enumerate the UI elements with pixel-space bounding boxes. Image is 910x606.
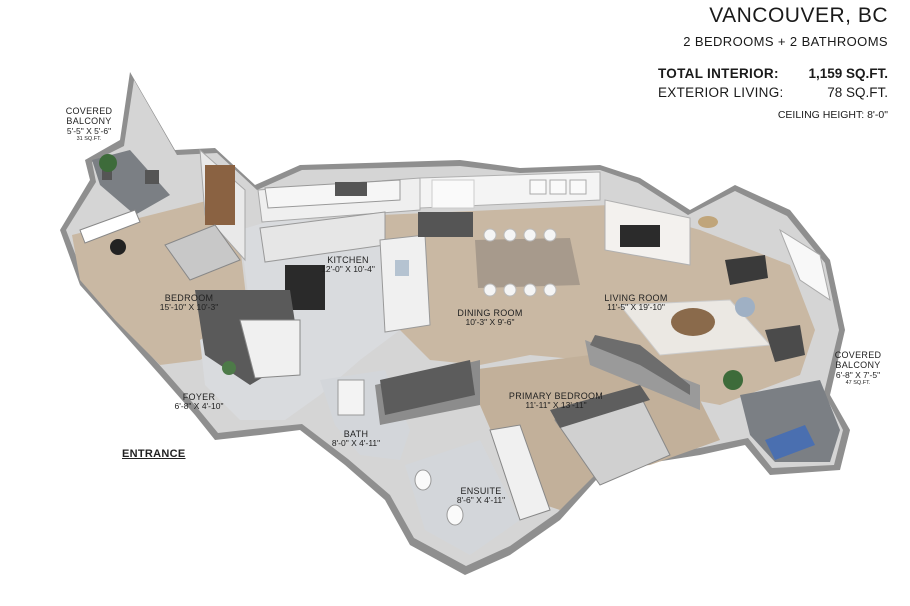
kitchen-island (379, 234, 431, 333)
right-balcony-plant (723, 370, 743, 390)
ensuite-floor (405, 440, 520, 555)
foyer-plant (222, 361, 236, 375)
right-balcony-table (765, 425, 815, 460)
ensuite-vanity (489, 424, 551, 521)
pantry-cabinet (205, 165, 235, 225)
tv-console (725, 255, 768, 285)
bedroom-label: BEDROOM 15'-10" X 10'-3" (159, 293, 219, 313)
wall-art-triptych (529, 179, 587, 195)
primary-bedroom-wall (585, 340, 700, 410)
range-hood (335, 182, 367, 196)
total-interior-label: TOTAL INTERIOR: (658, 66, 779, 81)
wall-mirror (698, 216, 718, 228)
total-interior-value: 1,159 SQ.FT. (808, 66, 888, 81)
exterior-living-label: EXTERIOR LIVING: (658, 85, 784, 100)
armchair (765, 325, 805, 362)
bath-toilet (414, 469, 432, 491)
dining-chairs (483, 228, 557, 297)
left-balcony-plant (99, 154, 117, 172)
curved-window (778, 228, 831, 302)
bedroom-bed (164, 224, 241, 281)
right-balcony-floor (740, 380, 840, 462)
bath-label: BATH 8'-0" X 4'-11" (331, 429, 381, 449)
fireplace (620, 225, 660, 247)
right-balcony-label: COVERED BALCONY 6'-8" X 7'-5" 47 SQ.FT. (834, 350, 882, 387)
sideboard (418, 212, 473, 237)
dining-table (475, 238, 580, 288)
primary-headboard (550, 385, 650, 428)
dining-room-label: DINING ROOM 10'-3" X 9'-6" (457, 308, 523, 328)
primary-closet (380, 360, 475, 415)
foyer-label: FOYER 6'-8" X 4'-10" (174, 392, 224, 412)
ceiling-height: CEILING HEIGHT: 8'-0" (777, 109, 888, 121)
primary-bedroom-label: PRIMARY BEDROOM 11'-11" X 13'-11" (508, 391, 604, 411)
left-balcony-chairs (102, 170, 159, 184)
living-room-label: LIVING ROOM 11'-5" X 19'-10" (604, 293, 668, 313)
bath-vanity (337, 379, 365, 416)
sink (395, 260, 409, 276)
ensuite-toilet (446, 504, 464, 526)
entrance-label: ENTRANCE (122, 448, 186, 460)
wall-art-flower (431, 179, 475, 209)
kitchen-label: KITCHEN 12'-0" X 10'-4" (321, 255, 375, 275)
living-sofa (590, 335, 690, 395)
coffee-table (671, 308, 715, 336)
ensuite-label: ENSUITE 8'-6" X 4'-11" (456, 486, 506, 506)
desk (79, 209, 141, 244)
accent-chair (735, 297, 755, 317)
bedrooms-summary: 2 BEDROOMS + 2 BATHROOMS (683, 34, 888, 49)
desk-chair (110, 239, 126, 255)
left-balcony-label: COVERED BALCONY 5'-5" X 5'-6" 31 SQ.FT. (65, 106, 113, 143)
exterior-living-value: 78 SQ.FT. (827, 85, 888, 100)
city-title: VANCOUVER, BC (709, 4, 888, 27)
laundry-unit (239, 319, 301, 379)
